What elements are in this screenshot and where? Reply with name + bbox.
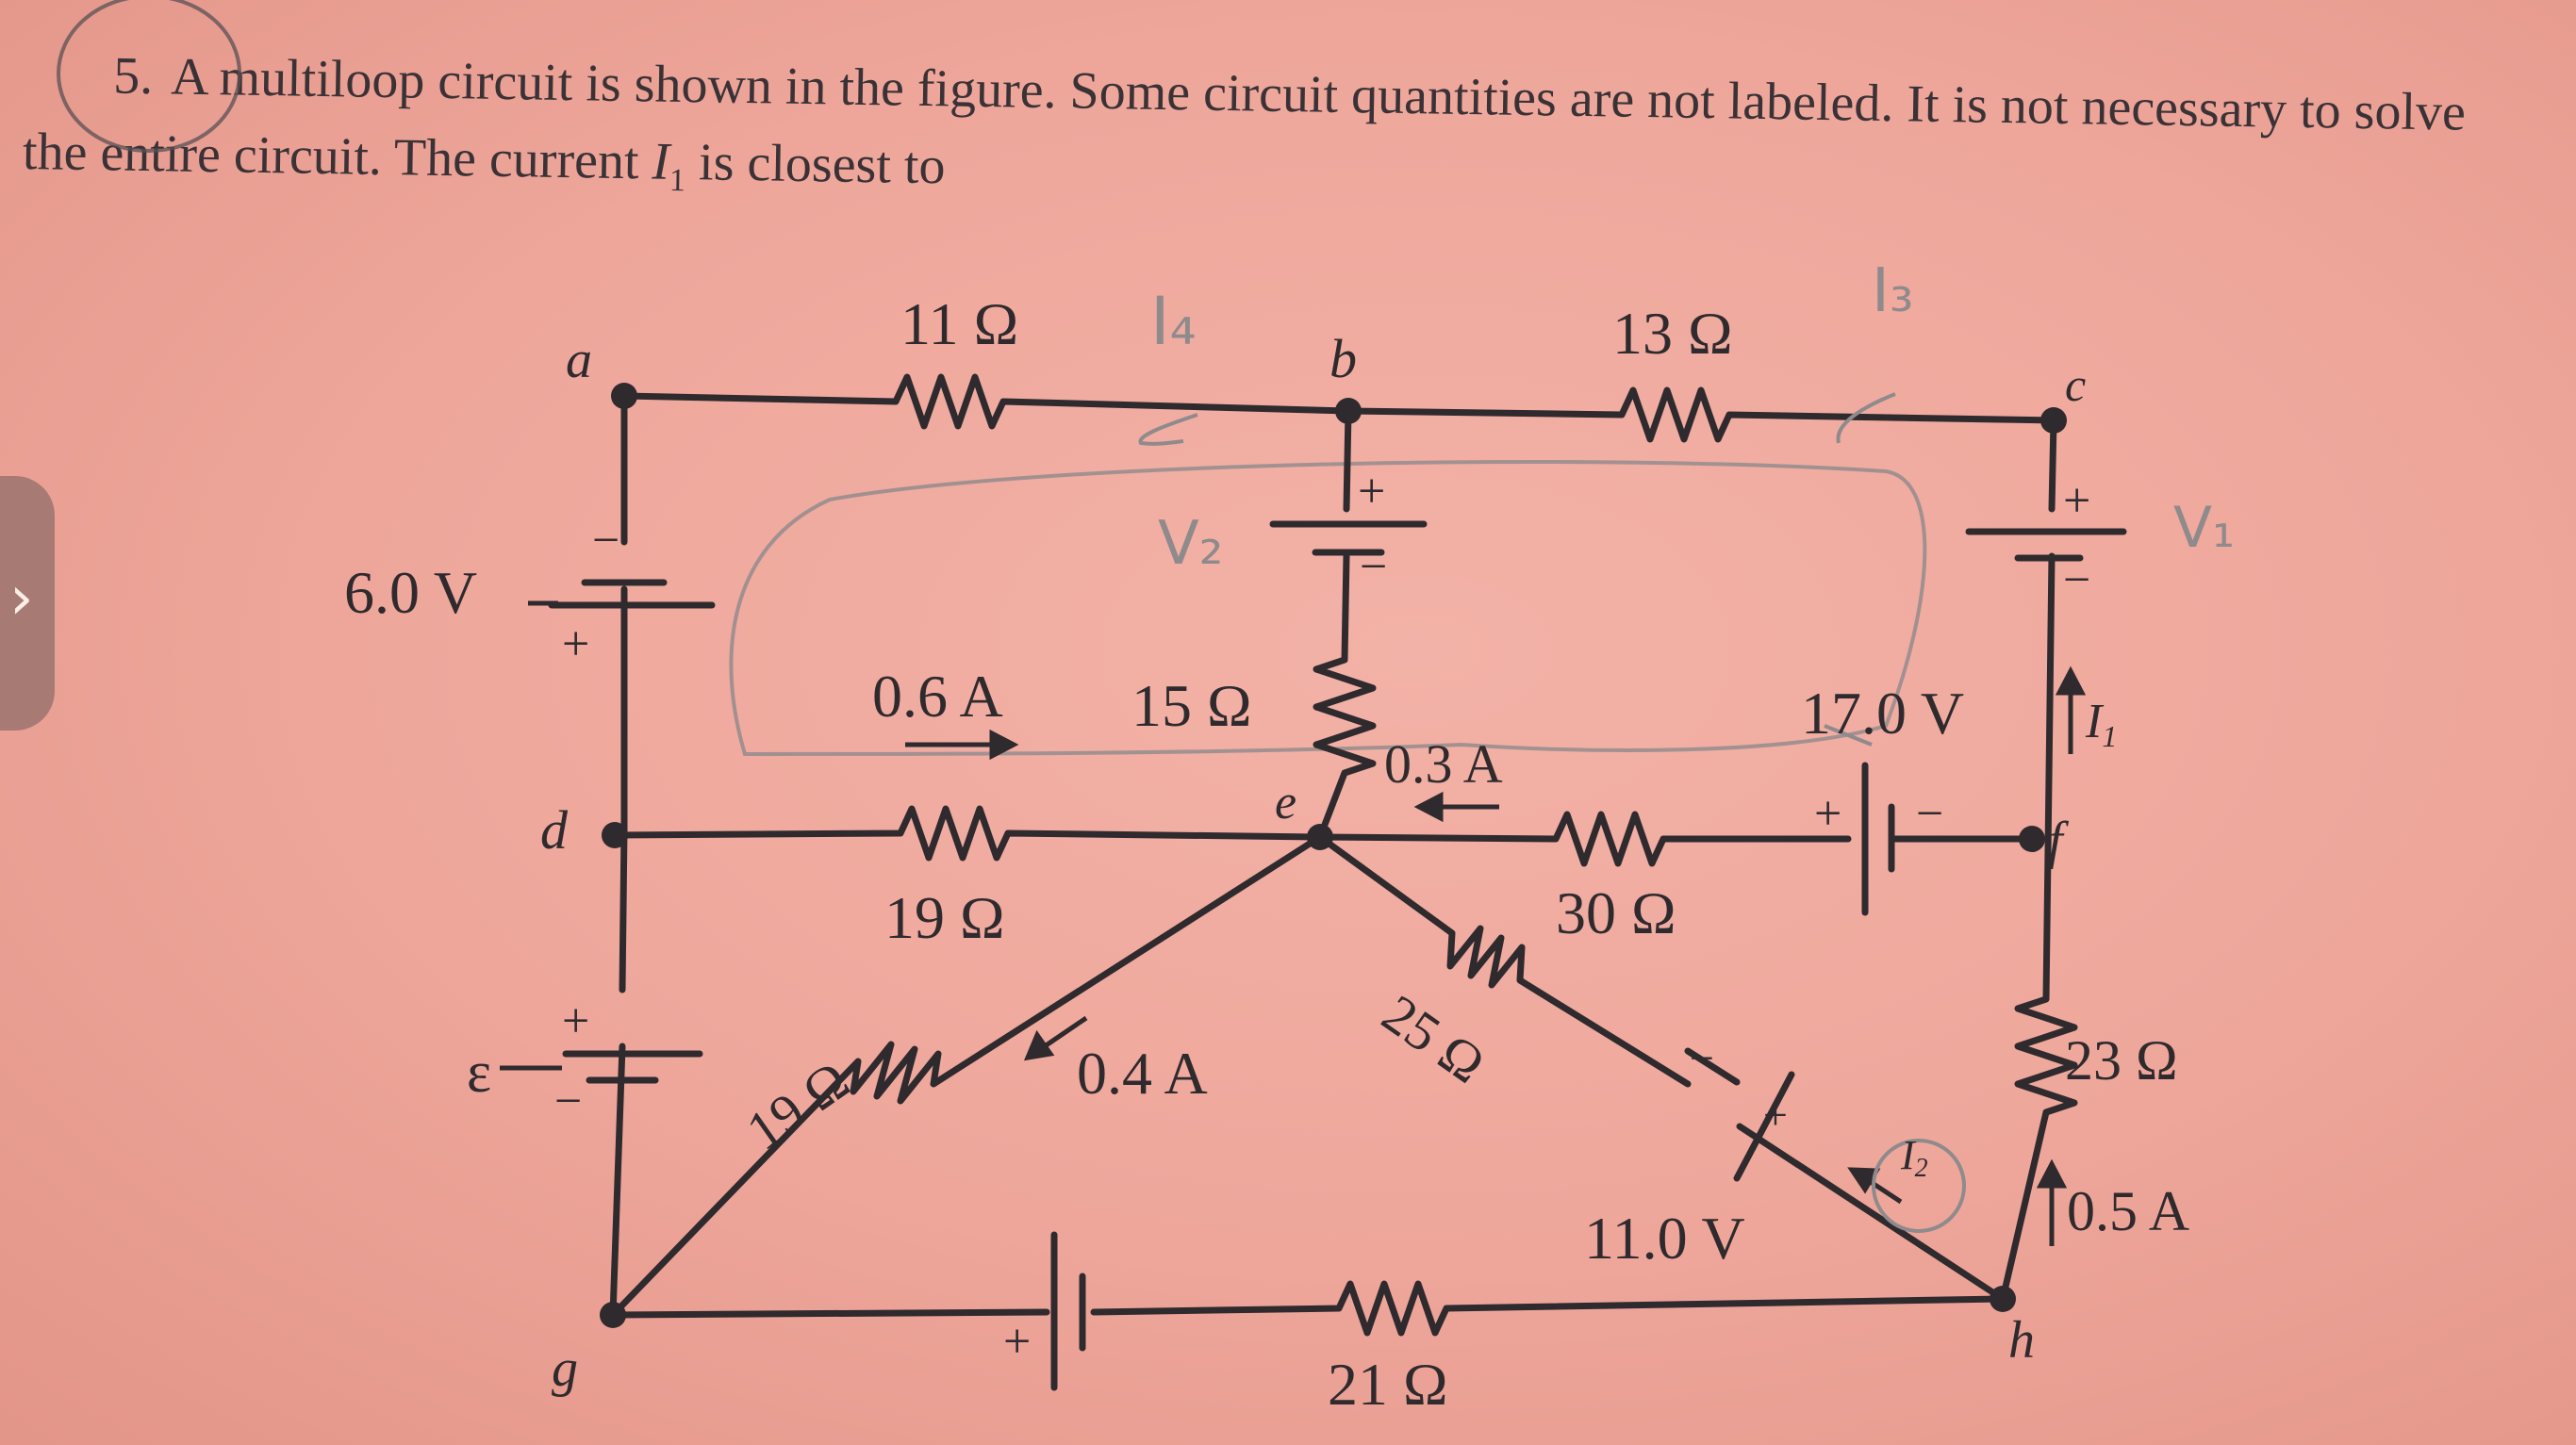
node-h-label: h [2008,1311,2035,1370]
node-f-label: f [2048,812,2070,870]
current-i2-label: I2 [1900,1132,1928,1183]
minus-11v: − [1690,1034,1714,1082]
resistor-25ohm-label: 25 Ω [1372,982,1496,1095]
node-c-dot [2040,407,2067,434]
node-c-label: c [2065,358,2086,411]
plus-v1: + [2063,474,2090,528]
resistor-15ohm-label: 15 Ω [1131,672,1252,739]
pencil-circle [57,0,241,153]
plus-6v: + [562,617,589,671]
plus-v2: + [1358,465,1385,518]
minus-gh: − [1111,1285,1138,1338]
battery-17v-label: 17.0 V [1801,680,1964,747]
node-d-label: d [540,799,569,861]
wire-bc-with-13ohm [1345,386,2057,443]
resistor-11ohm-label: 11 Ω [900,290,1018,357]
node-b-dot [1335,398,1362,424]
minus-v2: − [1360,540,1387,594]
battery-6v-label: 6.0 V [344,559,477,626]
pencil-mark-17v [1824,724,1873,747]
current-i1-label: I1 [2085,695,2117,753]
chevron-right-icon: › [9,564,34,633]
resistor-19ohm-de-label: 19 Ω [884,884,1005,951]
current-0.3a-label: 0.3 A [1384,733,1503,795]
wire-gh-with-21ohm [609,1280,2006,1337]
pencil-circle-i2 [1872,1139,1966,1233]
minus-v1: − [2063,553,2090,607]
back-button[interactable]: › [0,476,55,731]
node-d-dot [602,822,628,848]
plus-emf: + [562,994,589,1048]
plus-11v: + [1763,1091,1788,1139]
current-0.6a-label: 0.6 A [872,663,1003,730]
wire-ef-with-30ohm [1316,811,2036,867]
minus-emf: − [554,1075,582,1128]
minus-17v: − [1916,787,1943,841]
pencil-arrow-top-left [1138,413,1198,446]
plus-17v: + [1814,787,1841,841]
pencil-loop [729,460,1927,757]
arrow-0.4a [1040,1015,1088,1051]
node-h-dot [1990,1286,2016,1312]
minus-6v: − [592,514,619,567]
node-f-dot [2019,826,2045,852]
resistor-13ohm-label: 13 Ω [1612,300,1733,367]
current-0.4a-label: 0.4 A [1077,1040,1208,1107]
node-b-label: b [1329,328,1357,389]
arrow-0.6a-head [989,729,1019,761]
node-g-dot [600,1302,626,1328]
pencil-v2: V₂ [1158,509,1223,579]
node-a-dot [611,383,637,409]
arrow-0.4a-head [1023,1029,1055,1061]
node-a-label: a [566,331,592,389]
pencil-i4: I₄ [1150,283,1197,360]
resistor-23ohm-label: 23 Ω [2065,1029,2178,1092]
wire-ab-with-11ohm [620,373,1352,430]
battery-emf-label: ε [467,1041,491,1105]
plus-gh: + [1003,1315,1031,1369]
battery-11v-long-plate [1733,1071,1795,1182]
resistor-21ohm-label: 21 Ω [1328,1351,1448,1418]
node-e-label: e [1275,776,1296,829]
battery-11v-short-plate [1684,1047,1741,1086]
resistor-30ohm-label: 30 Ω [1556,879,1676,946]
wire-be-with-15ohm [1313,407,1377,841]
pencil-arrow-top-right [1836,392,1896,444]
node-e-dot [1307,824,1333,850]
battery-11v-label: 11.0 V [1584,1205,1745,1272]
arrow-0.3a-head [1413,791,1444,823]
pencil-v1: V₁ [2173,495,2235,561]
wire-eg-with-19ohm [609,833,1324,1319]
current-0.5a-label: 0.5 A [2067,1180,2189,1242]
wire-de-with-19ohm [611,805,1324,862]
arrow-0.5a-head [2036,1158,2068,1189]
pencil-i3: I₃ [1872,256,1914,326]
resistor-19ohm-eg-label: 19 Ω [735,1049,860,1162]
wire-right-with-23ohm [1999,417,2078,1303]
arrow-i2-head [1847,1167,1881,1194]
wire-eh-with-25ohm [1316,833,2006,1303]
node-g-label: g [552,1339,578,1398]
arrow-i1-head [2055,665,2087,696]
